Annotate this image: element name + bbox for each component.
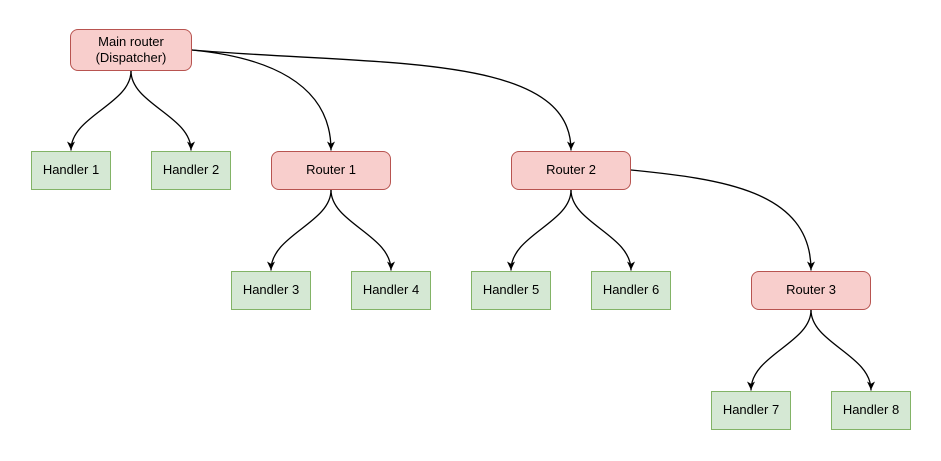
node-handler-3: Handler 3 xyxy=(231,271,311,310)
node-handler-5: Handler 5 xyxy=(471,271,551,310)
node-handler-5-label: Handler 5 xyxy=(482,282,540,298)
node-handler-1: Handler 1 xyxy=(31,151,111,190)
node-router-3: Router 3 xyxy=(751,271,871,310)
node-handler-4: Handler 4 xyxy=(351,271,431,310)
node-main-router-label-line1: Main router xyxy=(98,33,164,49)
edge-router-1-to-handler-4 xyxy=(330,189,395,271)
node-router-3-label: Router 3 xyxy=(786,282,836,298)
node-handler-6-label: Handler 6 xyxy=(602,282,660,298)
node-handler-8: Handler 8 xyxy=(831,391,911,430)
node-handler-1-label: Handler 1 xyxy=(42,162,100,178)
node-handler-8-label: Handler 8 xyxy=(842,402,900,418)
node-router-2-label: Router 2 xyxy=(546,162,596,178)
edge-router-2-to-handler-6 xyxy=(570,189,635,271)
node-handler-7: Handler 7 xyxy=(711,391,791,430)
node-handler-6: Handler 6 xyxy=(591,271,671,310)
node-handler-2-label: Handler 2 xyxy=(162,162,220,178)
edge-router-3-to-handler-7 xyxy=(747,309,812,391)
edge-main-router-to-router-1 xyxy=(191,49,335,151)
node-router-1-label: Router 1 xyxy=(306,162,356,178)
edge-router-3-to-handler-8 xyxy=(810,309,875,391)
node-handler-3-label: Handler 3 xyxy=(242,282,300,298)
node-main-router-label: Main router (Dispatcher) xyxy=(96,34,167,67)
edge-main-router-to-handler-1 xyxy=(67,70,132,151)
edge-main-router-to-handler-2 xyxy=(130,70,195,151)
node-router-2: Router 2 xyxy=(511,151,631,190)
edge-router-2-to-handler-5 xyxy=(507,189,572,271)
edge-main-router-to-router-2 xyxy=(191,49,575,151)
edge-router-1-to-handler-3 xyxy=(267,189,332,271)
node-handler-7-label: Handler 7 xyxy=(722,402,780,418)
node-main-router-label-line2: (Dispatcher) xyxy=(95,50,167,65)
edge-router-2-to-router-3 xyxy=(630,169,815,271)
node-handler-2: Handler 2 xyxy=(151,151,231,190)
node-router-1: Router 1 xyxy=(271,151,391,190)
node-main-router: Main router (Dispatcher) xyxy=(70,29,192,71)
node-handler-4-label: Handler 4 xyxy=(362,282,420,298)
